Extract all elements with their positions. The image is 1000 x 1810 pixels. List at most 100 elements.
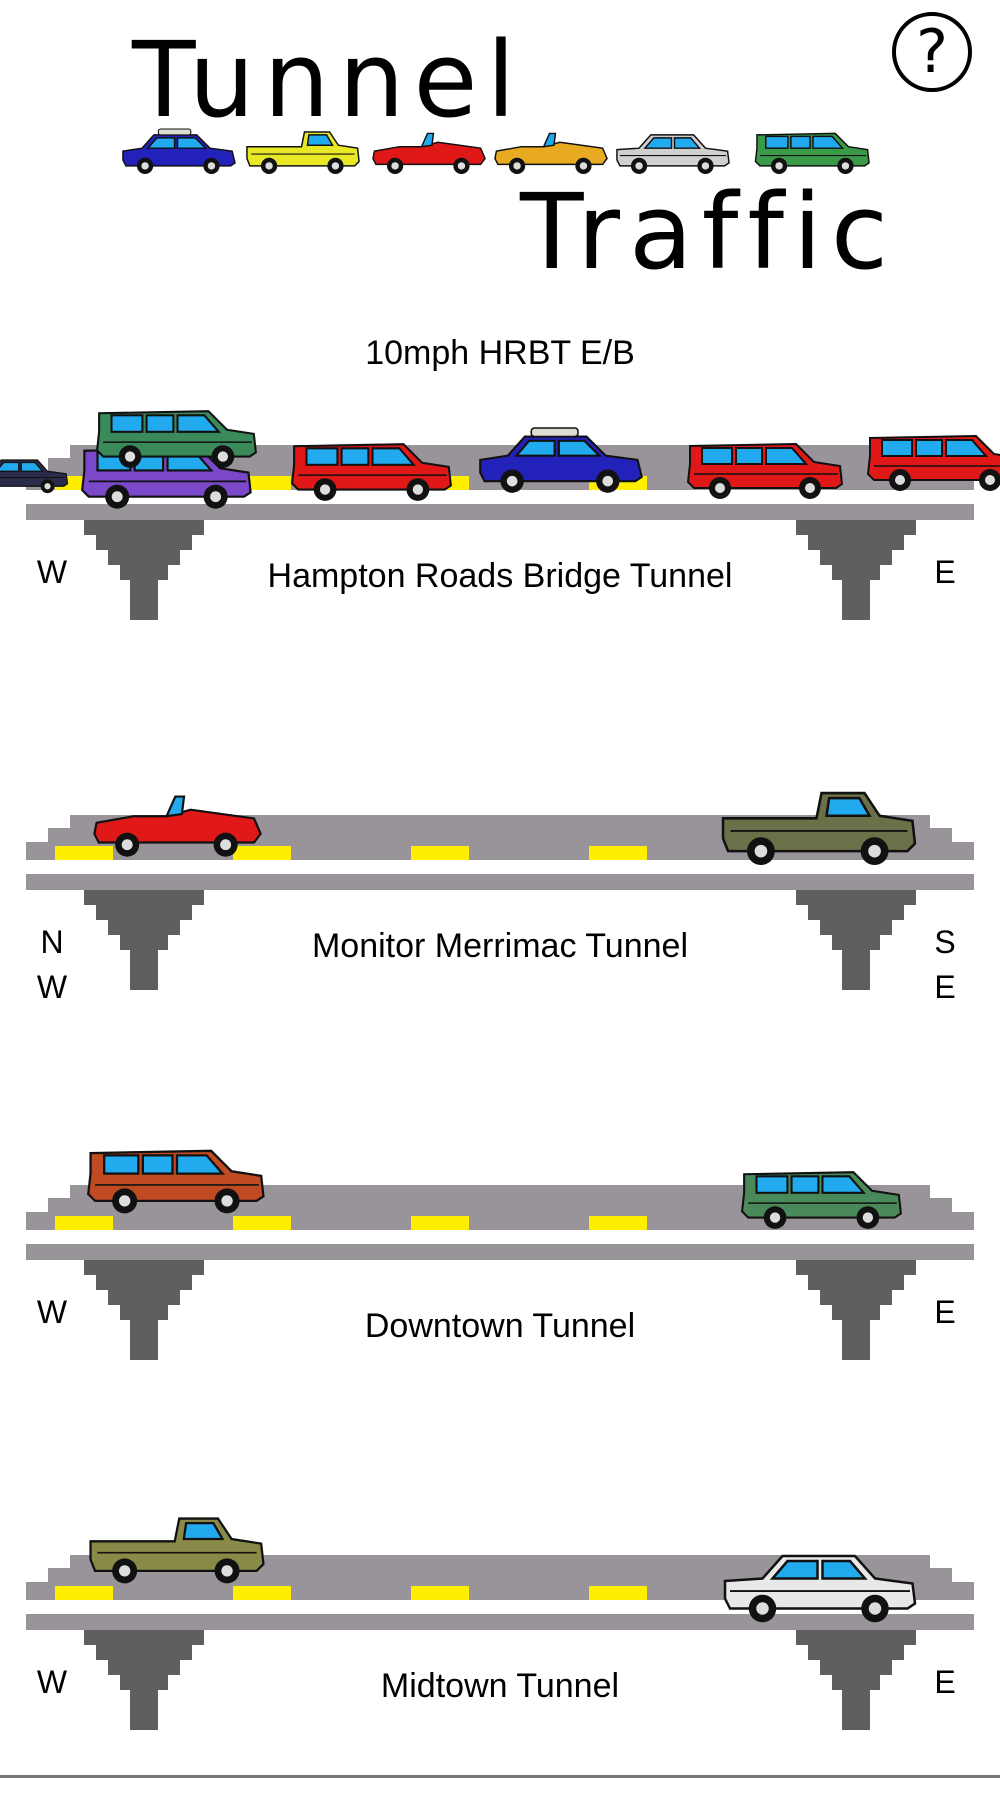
support-pillar: [108, 920, 180, 935]
car-icon: [246, 131, 360, 174]
support-pillar: [84, 1260, 204, 1275]
lane-marker: [589, 846, 647, 860]
help-button[interactable]: ?: [892, 12, 972, 92]
support-pillar: [84, 1630, 204, 1645]
dir-left-1: W: [36, 1664, 68, 1700]
road-illustration: [26, 1517, 974, 1730]
lane-marker: [233, 846, 291, 860]
support-pillar: [808, 905, 904, 920]
support-pillar: [820, 1290, 892, 1305]
support-pillar: [120, 1305, 168, 1320]
title-cars-illustration: [122, 128, 870, 174]
dir-right-2: E: [934, 969, 956, 1005]
car-icon: [494, 132, 608, 174]
support-pillar: [130, 950, 158, 990]
dir-right-1: E: [934, 554, 956, 590]
car-icon: [93, 795, 262, 857]
lane-marker: [55, 1586, 113, 1600]
dir-left-2: W: [36, 969, 68, 1005]
bottom-divider: [0, 1775, 1000, 1778]
support-pillar: [820, 550, 892, 565]
car-icon: [87, 1149, 265, 1214]
tunnel-mmmbt[interactable]: N W S E Monitor Merrimac Tunnel: [0, 770, 1000, 1070]
support-pillar: [84, 890, 204, 905]
support-pillar: [796, 520, 916, 535]
support-pillar: [120, 935, 168, 950]
lane-marker: [55, 846, 113, 860]
support-pillar: [108, 1290, 180, 1305]
car-icon: [723, 1554, 917, 1623]
dir-right-1: E: [934, 1294, 956, 1330]
lane-marker: [233, 1216, 291, 1230]
support-pillar: [96, 1275, 192, 1290]
car-icon: [0, 459, 69, 494]
support-pillar: [842, 950, 870, 990]
tunnel-hrbt[interactable]: W E Hampton Roads Bridge Tunnel: [0, 400, 1000, 700]
lane-marker: [411, 1586, 469, 1600]
dir-left-1: W: [36, 554, 68, 590]
support-pillar: [130, 1320, 158, 1360]
support-pillar: [832, 935, 880, 950]
support-pillar: [832, 1675, 880, 1690]
support-pillar: [808, 1645, 904, 1660]
dir-left-1: N: [40, 924, 64, 960]
car-icon: [372, 132, 486, 174]
support-pillar: [120, 1675, 168, 1690]
app-title-line1: Tunnel: [132, 19, 525, 141]
car-icon: [754, 132, 870, 174]
car-icon: [479, 427, 643, 493]
support-pillar: [842, 580, 870, 620]
support-pillar: [820, 920, 892, 935]
question-mark-icon: ?: [916, 17, 948, 87]
dir-right-1: S: [934, 924, 956, 960]
support-pillar: [130, 580, 158, 620]
support-pillar: [832, 565, 880, 580]
car-icon: [616, 134, 730, 174]
dir-left-1: W: [36, 1294, 68, 1330]
support-pillar: [808, 535, 904, 550]
support-pillar: [108, 1660, 180, 1675]
support-pillar: [84, 520, 204, 535]
tunnel-name: Downtown Tunnel: [364, 1307, 636, 1345]
car-icon: [81, 447, 252, 509]
road-illustration: [0, 410, 1000, 620]
support-pillar: [96, 535, 192, 550]
car-icon: [721, 791, 917, 866]
support-pillar: [796, 1260, 916, 1275]
support-pillar: [120, 565, 168, 580]
lane-marker: [411, 1216, 469, 1230]
lane-marker: [411, 846, 469, 860]
support-pillar: [820, 1660, 892, 1675]
dir-right-1: E: [934, 1664, 956, 1700]
lane-marker: [589, 1216, 647, 1230]
road-illustration: [26, 791, 974, 990]
support-pillar: [842, 1320, 870, 1360]
car-icon: [290, 443, 452, 501]
lane-marker: [589, 1586, 647, 1600]
tunnel-midtown[interactable]: W E Midtown Tunnel: [0, 1510, 1000, 1810]
lane-marker: [55, 1216, 113, 1230]
support-pillar: [96, 905, 192, 920]
traffic-status: 10mph HRBT E/B: [365, 334, 635, 372]
lane-marker: [233, 1586, 291, 1600]
support-pillar: [108, 550, 180, 565]
support-pillar: [796, 1630, 916, 1645]
tunnel-downtown[interactable]: W E Downtown Tunnel: [0, 1140, 1000, 1440]
car-icon: [686, 442, 844, 499]
support-pillar: [96, 1645, 192, 1660]
car-icon: [866, 434, 1000, 491]
car-icon: [122, 128, 236, 174]
support-pillar: [130, 1690, 158, 1730]
car-icon: [95, 410, 257, 468]
support-pillar: [842, 1690, 870, 1730]
tunnel-name: Hampton Roads Bridge Tunnel: [267, 557, 733, 595]
support-pillar: [796, 890, 916, 905]
car-icon: [89, 1517, 265, 1584]
support-pillar: [808, 1275, 904, 1290]
tunnel-name: Midtown Tunnel: [380, 1667, 620, 1705]
car-icon: [740, 1171, 902, 1229]
road-illustration: [26, 1149, 974, 1360]
tunnel-name: Monitor Merrimac Tunnel: [311, 927, 688, 965]
app-title-line2: Traffic: [520, 171, 898, 293]
support-pillar: [832, 1305, 880, 1320]
